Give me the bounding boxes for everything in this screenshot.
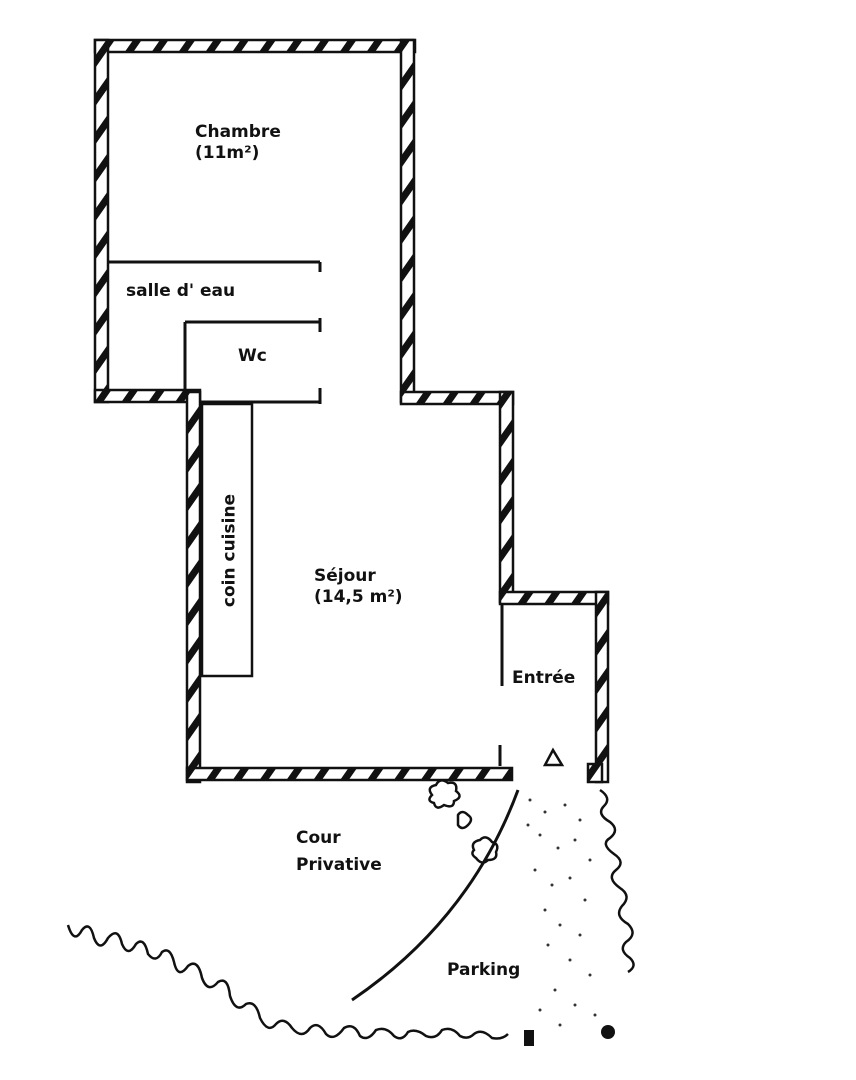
interior-partitions [108,260,504,766]
room-area: (11m²) [195,143,260,163]
room-wc: Wc [238,346,267,366]
shrub-icons [428,779,499,864]
parking-gravel [526,798,597,1027]
room-coin-cuisine: coin cuisine [219,493,240,608]
room-area: (14,5 m²) [314,587,403,607]
door-swing-arc [351,789,520,1002]
cour-line1: Cour [296,828,341,848]
room-entree: Entrée [512,668,576,688]
area-parking: Parking [447,960,521,980]
kitchen-counter [200,402,254,678]
room-salle-eau: salle d' eau [126,281,236,301]
room-sejour: Séjour (14,5 m²) [314,566,403,608]
post-left [524,1030,534,1046]
cour-line2: Privative [296,855,382,875]
entrance-marker-icon [542,747,565,767]
room-name: Chambre [195,122,281,142]
room-chambre: Chambre (11m²) [195,122,281,164]
exterior-walls [93,38,610,784]
post-right [601,1025,615,1039]
area-cour-privative: Cour Privative [296,828,382,876]
hedge-lines [66,788,635,1040]
room-name: Séjour [314,566,376,586]
